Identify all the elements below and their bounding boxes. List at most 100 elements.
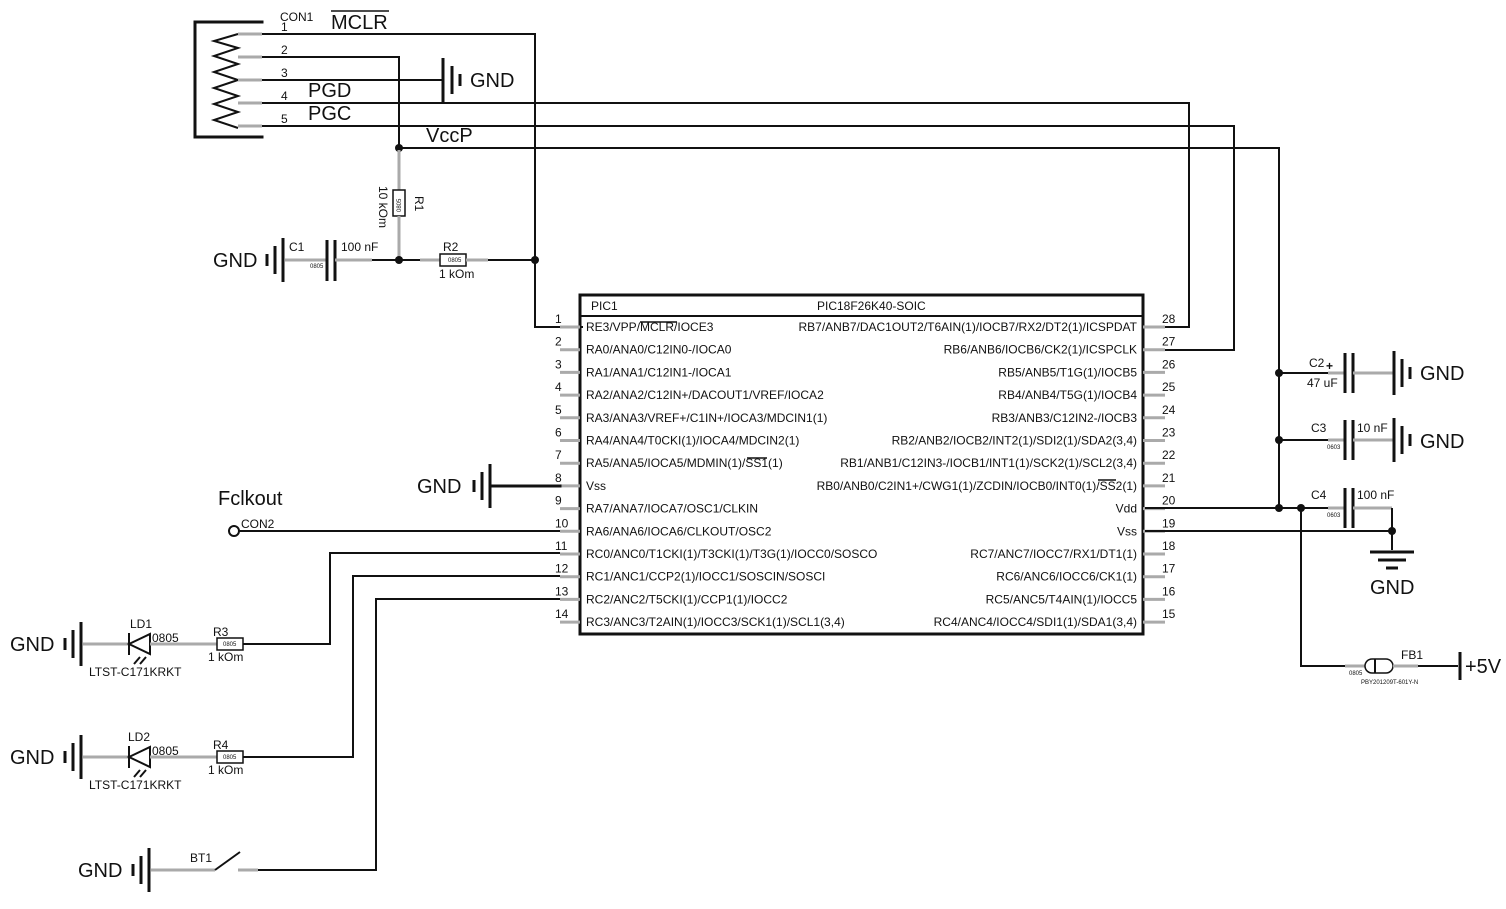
c2-value: 47 uF (1307, 376, 1338, 390)
mcu-pin-number: 20 (1162, 494, 1176, 508)
mcu-pin-name: RA3/ANA3/VREF+/C1IN+/IOCA3/MDCIN1(1) (586, 411, 827, 425)
mcu-pin-name: Vss (586, 479, 606, 493)
ld2-ref: LD2 (128, 730, 150, 744)
con1-pin-3: 3 (281, 66, 288, 80)
gnd-symbol-supply (1370, 550, 1414, 570)
mcu-pin-number: 23 (1162, 426, 1176, 440)
r1-value: 10 kOm (376, 186, 390, 228)
resistor-r4: 0805 R4 1 kOm (208, 738, 244, 777)
mcu-pin-number: 1 (555, 312, 562, 326)
supply-5v-label: +5V (1465, 656, 1502, 678)
led-ld2: LD2 0805 LTST-C171KRKT (89, 730, 182, 792)
mcu-pin-number: 22 (1162, 448, 1176, 462)
fb1-package: 0805 (1349, 671, 1363, 677)
r4-value: 1 kOm (208, 763, 243, 777)
gnd-symbol-vss (472, 464, 492, 508)
capacitor-c2: + C2 47 uF (1307, 353, 1394, 393)
mcu-pin-number: 5 (555, 403, 562, 417)
mcu-pin-number: 27 (1162, 335, 1176, 349)
r1-ref: R1 (412, 196, 426, 212)
mcu-pin-number: 28 (1162, 312, 1176, 326)
mcu-pin-number: 17 (1162, 562, 1176, 576)
capacitor-c4: C4 100 nF 0603 (1311, 488, 1394, 528)
r2-ref: R2 (443, 240, 459, 254)
con1-pin-2: 2 (281, 43, 288, 57)
gnd-symbol-ld2 (63, 735, 83, 779)
mcu-pin-number: 10 (555, 516, 569, 530)
fclk-ref: CON2 (241, 517, 275, 531)
gnd-symbol-c2 (1392, 351, 1412, 395)
ld2-part: LTST-C171KRKT (89, 778, 182, 792)
mcu-ref: PIC1 (591, 299, 618, 313)
c1-ref: C1 (289, 240, 305, 254)
ld2-package: 0805 (152, 744, 179, 758)
c2-ref: C2 (1309, 356, 1325, 370)
capacitor-c3: C3 10 nF 0603 (1311, 420, 1394, 460)
mcu-pin-number: 21 (1162, 471, 1176, 485)
gnd-symbol-c1 (265, 238, 285, 282)
mcu-pin-number: 24 (1162, 403, 1176, 417)
mcu-pin-name: RC1/ANC1/CCP2(1)/IOCC1/SOSCIN/SOSCI (586, 570, 825, 584)
mcu-pin-name: RB4/ANB4/T5G(1)/IOCB4 (998, 388, 1137, 402)
ld1-package: 0805 (152, 631, 179, 645)
mcu-pin-name: RC5/ANC5/T4AIN(1)/IOCC5 (986, 592, 1138, 606)
c3-package: 0603 (1327, 445, 1341, 451)
ld2-gnd-label: GND (10, 747, 54, 769)
test-point-con2: Fclkout CON2 (218, 488, 283, 537)
mcu-pin-number: 19 (1162, 516, 1176, 530)
mcu-pin-number: 15 (1162, 607, 1176, 621)
r3-ref: R3 (213, 625, 229, 639)
mcu-pin-name: RC4/ANC4/IOCC4/SDI1(1)/SDA1(3,4) (934, 615, 1137, 629)
resistor-r3: 0805 R3 1 kOm (208, 625, 244, 664)
mcu-pin-name: Vdd (1116, 502, 1137, 516)
bt1-gnd-label: GND (78, 860, 122, 882)
mcu-pin-name: RB2/ANB2/IOCB2/INT2(1)/SDI2(1)/SDA2(3,4) (892, 434, 1137, 448)
mcu-pin-name: RA7/ANA7/IOCA7/OSC1/CLKIN (586, 502, 758, 516)
bt1-ref: BT1 (190, 851, 212, 865)
net-vccp-label: VccP (426, 125, 473, 147)
r3-value: 1 kOm (208, 650, 243, 664)
mcu-pin-number: 2 (555, 335, 562, 349)
mcu-pin-name: RC2/ANC2/T5CKI(1)/CCP1(1)/IOCC2 (586, 592, 788, 606)
c4-package: 0603 (1327, 513, 1341, 519)
mcu-pin-name: RC6/ANC6/IOCC6/CK1(1) (996, 570, 1137, 584)
con1-pin-5: 5 (281, 112, 288, 126)
con1-pin-4: 4 (281, 89, 288, 103)
fb1-part: PBY201209T-601Y-N (1361, 680, 1418, 686)
mcu-right-pins: 28RB7/ANB7/DAC1OUT2/T6AIN(1)/IOCB7/RX2/D… (798, 312, 1175, 629)
gnd-symbol-con1 (441, 58, 462, 102)
connector-con1: CON1 1 2 3 4 5 MCLR PGD PGC GND (193, 10, 514, 139)
net-pgd-label: PGD (308, 80, 351, 102)
mcu-pin-name: RC0/ANC0/T1CKI(1)/T3CKI(1)/T3G(1)/IOCC0/… (586, 547, 877, 561)
ld1-ref: LD1 (130, 617, 152, 631)
r4-ref: R4 (213, 738, 229, 752)
c3-gnd-label: GND (1420, 431, 1464, 453)
mcu-pin-number: 25 (1162, 380, 1176, 394)
mcu-pin-name: RA5/ANA5/IOCA5/MDMIN(1)/SS1(1) (586, 456, 783, 470)
mcu-pin-name: RA0/ANA0/C12IN0-/IOCA0 (586, 343, 732, 357)
mcu-pin-name: Vss (1117, 524, 1137, 538)
ld1-part: LTST-C171KRKT (89, 665, 182, 679)
ld1-gnd-label: GND (10, 634, 54, 656)
r2-package: 0805 (448, 258, 462, 264)
c1-value: 100 nF (341, 240, 378, 254)
gnd-symbol-ld1 (63, 622, 83, 666)
mcu-pin-number: 8 (555, 471, 562, 485)
mcu-pin-number: 16 (1162, 584, 1176, 598)
capacitor-c1: C1 100 nF 0805 (289, 240, 378, 281)
mcu-pin-name: RB1/ANB1/C12IN3-/IOCB1/INT1(1)/SCK2(1)/S… (840, 456, 1137, 470)
net-mclr-label: MCLR (331, 12, 388, 34)
mcu-pin-number: 18 (1162, 539, 1176, 553)
mcu-pin-name: RE3/VPP/MCLR/IOCE3 (586, 320, 714, 334)
con1-gnd-label: GND (470, 70, 514, 92)
supply-gnd-label: GND (1370, 577, 1414, 599)
gnd-symbol-c3 (1392, 418, 1412, 462)
mcu-pin-name: RB7/ANB7/DAC1OUT2/T6AIN(1)/IOCB7/RX2/DT2… (798, 320, 1137, 334)
c1-package: 0805 (310, 264, 324, 270)
r1-package: 0805 (397, 198, 403, 212)
mcu-pin-name: RC3/ANC3/T2AIN(1)/IOCC3/SCK1(1)/SCL1(3,4… (586, 615, 845, 629)
mcu-pin-name: RB5/ANB5/T1G(1)/IOCB5 (998, 365, 1137, 379)
r4-package: 0805 (223, 755, 237, 761)
